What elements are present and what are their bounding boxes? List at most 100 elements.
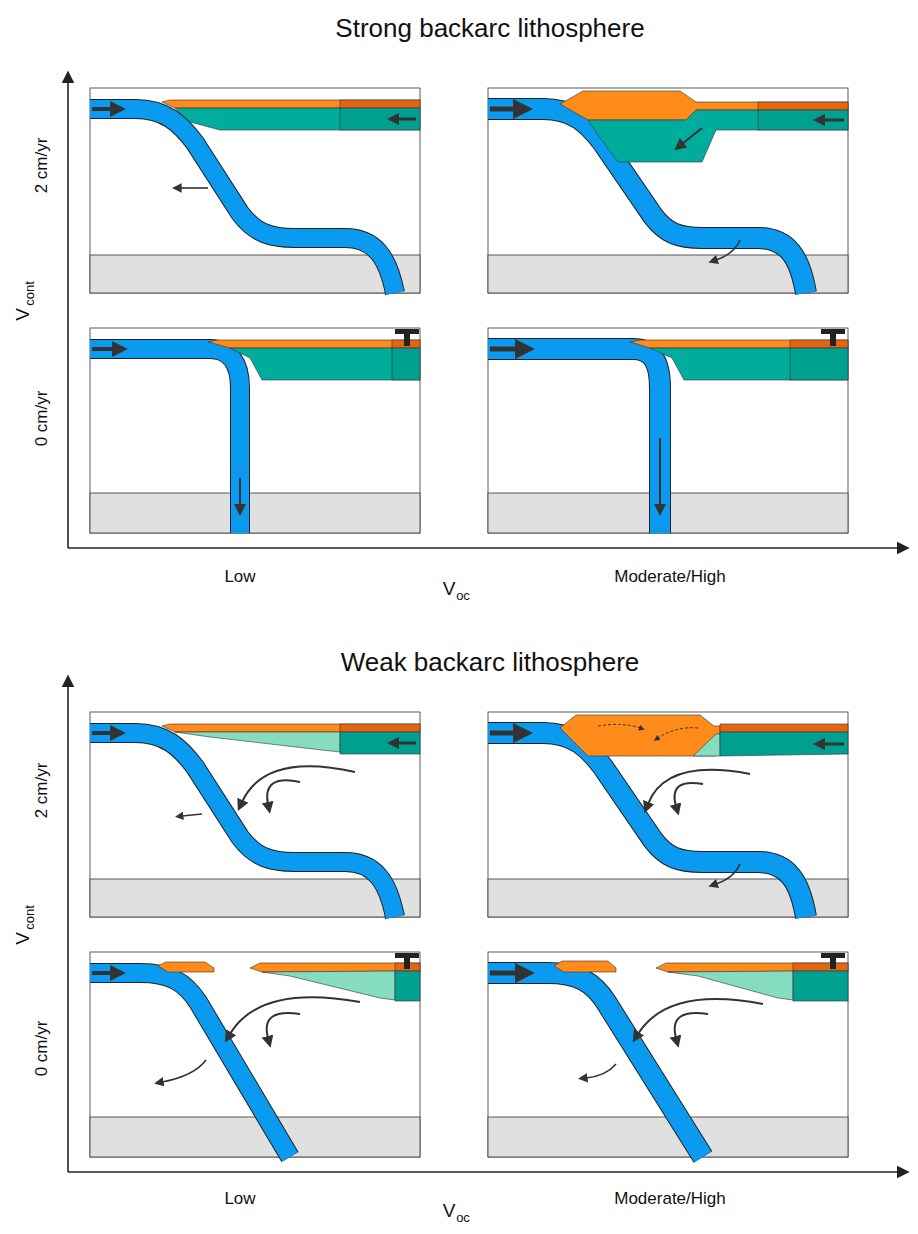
panel-strong-fixed-low-part [92, 347, 116, 351]
panel-strong-fast-high [488, 88, 848, 293]
panel-strong-fixed-high-part [790, 340, 848, 348]
panel-weak-fixed-low-part [262, 971, 395, 1000]
panel-weak-fast-high [488, 712, 848, 917]
panel-strong-fast-high-part [488, 88, 848, 293]
panel-weak-fixed-high-part [793, 971, 848, 1001]
panel-weak-fixed-high-part [656, 963, 848, 972]
panel-strong-fixed-high-part [630, 340, 848, 348]
panel-strong-fast-low-part [90, 109, 395, 293]
panel-strong-fast-high-part [758, 102, 848, 110]
panel-strong-fixed-high-part [659, 438, 661, 506]
panel-weak-fixed-low-part [230, 997, 360, 1034]
panel-strong-fast-high-part [822, 119, 844, 122]
panel-strong-fixed-high-part [830, 334, 836, 346]
panel-strong-fixed-low-part [395, 329, 419, 334]
panel-weak-fast-high-part [648, 770, 750, 804]
panel-weak-fixed-low-part [90, 973, 290, 1157]
panel-weak-fast-low-part [267, 780, 300, 804]
panel-weak-fixed-high-part [488, 973, 703, 1157]
panel-strong-fast-high-part [758, 110, 848, 130]
panel-strong-fast-low-part [162, 100, 420, 108]
panel-weak-fast-low-part [90, 733, 395, 917]
panel-strong-fixed-high [488, 328, 848, 533]
panel-weak-fast-low-part [90, 712, 420, 917]
panel-weak-fast-high-part [488, 733, 806, 917]
panel-weak-fixed-high-part [793, 963, 848, 971]
panel-strong-fast-low-part [90, 255, 420, 293]
panel-strong-fixed-low-part [239, 478, 241, 506]
tick-label: Low [224, 1190, 255, 1207]
panel-weak-fixed-high-part [490, 971, 520, 976]
panel-weak-fast-high-part [720, 732, 848, 756]
axes-part [68, 1171, 900, 1173]
panel-weak-fast-high-part [488, 712, 848, 917]
panel-weak-fixed-high-part [488, 952, 848, 1157]
axes [68, 80, 900, 1172]
panel-weak-fixed-high-part [638, 999, 763, 1034]
tick-label: 0 cm/yr [33, 390, 50, 446]
panel-weak-fixed-high-part [488, 973, 703, 1157]
panel-strong-fixed-low-part [392, 348, 420, 380]
panel-weak-fast-low-part [396, 742, 416, 745]
panel-weak-fixed-low-part [395, 971, 420, 1001]
panel-weak-fast-low-part [175, 732, 340, 752]
panel-strong-fixed-low-part [230, 348, 420, 380]
panel-weak-fixed-low [90, 952, 420, 1157]
panel-weak-fast-low-part [340, 724, 420, 732]
panel-weak-fast-low-part [92, 731, 114, 735]
tick-label: Moderate/High [614, 1190, 726, 1207]
panel-strong-fast-low-part [180, 187, 208, 189]
panel-strong-fixed-low-part [208, 340, 420, 348]
panel-weak-fast-high-part [658, 728, 698, 738]
panel-weak-fixed-high-part [554, 961, 616, 972]
panel-strong-fixed-high-part [790, 348, 848, 380]
panel-weak-fixed-low-part [90, 952, 420, 1157]
panel-strong-fast-low-part [175, 108, 420, 130]
panel-strong-fast-low-part [396, 118, 416, 121]
panel-weak-fixed-low-part [162, 1060, 206, 1082]
panel-weak-fast-low-part [162, 724, 420, 732]
panel-strong-fixed-low-part [90, 493, 420, 533]
panel-weak-fixed-high-part [586, 1064, 616, 1078]
panel-weak-fast-low-part [340, 732, 420, 754]
panel-strong-fixed-high-part [488, 349, 660, 533]
panel-strong-fixed-high-part [490, 347, 520, 352]
panel-strong-fixed-high-part [650, 348, 848, 380]
panel-strong-fast-high-part [588, 110, 848, 162]
panel-weak-fast-high-part [560, 715, 720, 756]
panel-strong-fast-low-part [90, 109, 395, 293]
panel-weak-fixed-high-part [488, 1117, 848, 1157]
panel-strong-fixed-low-part [90, 349, 240, 533]
axes-part [68, 547, 900, 549]
panel-weak-fast-low [90, 712, 420, 917]
tick-label: Moderate/High [614, 568, 726, 585]
panel-weak-fixed-low-part [92, 971, 114, 975]
section-title: Weak backarc lithosphere [341, 649, 640, 675]
panel-weak-fixed-high [488, 952, 848, 1157]
panel-strong-fixed-high-part [821, 329, 845, 334]
panel-weak-fast-low-part [182, 814, 202, 816]
panel-strong-fixed-high-part [488, 328, 848, 533]
panel-weak-fixed-low-part [90, 1117, 420, 1157]
panel-weak-fixed-low-part [404, 958, 410, 969]
axis-label: V [13, 308, 32, 321]
axis-subscript: cont [22, 281, 35, 306]
panel-strong-fast-high-part [716, 240, 740, 260]
axis-subscript: oc [456, 589, 470, 602]
panel-weak-fixed-high-part [830, 958, 836, 969]
panel-strong-fast-low-part [92, 107, 114, 111]
tick-label: Low [224, 568, 255, 585]
axis-subscript: cont [22, 905, 35, 930]
panel-weak-fixed-low-part [158, 962, 214, 972]
panel-weak-fast-high-part [822, 743, 844, 746]
panel-weak-fast-low-part [242, 766, 355, 802]
panel-strong-fast-low-part [340, 100, 420, 108]
axes-part [67, 80, 69, 548]
panel-weak-fixed-high-part [668, 971, 793, 1000]
panel-strong-fast-low-part [340, 108, 420, 130]
panel-strong-fast-high-part [490, 107, 518, 112]
panel-strong-fixed-low-part [90, 349, 240, 533]
panel-weak-fast-high-part [675, 783, 703, 806]
panel-weak-fast-low-part [90, 733, 395, 917]
